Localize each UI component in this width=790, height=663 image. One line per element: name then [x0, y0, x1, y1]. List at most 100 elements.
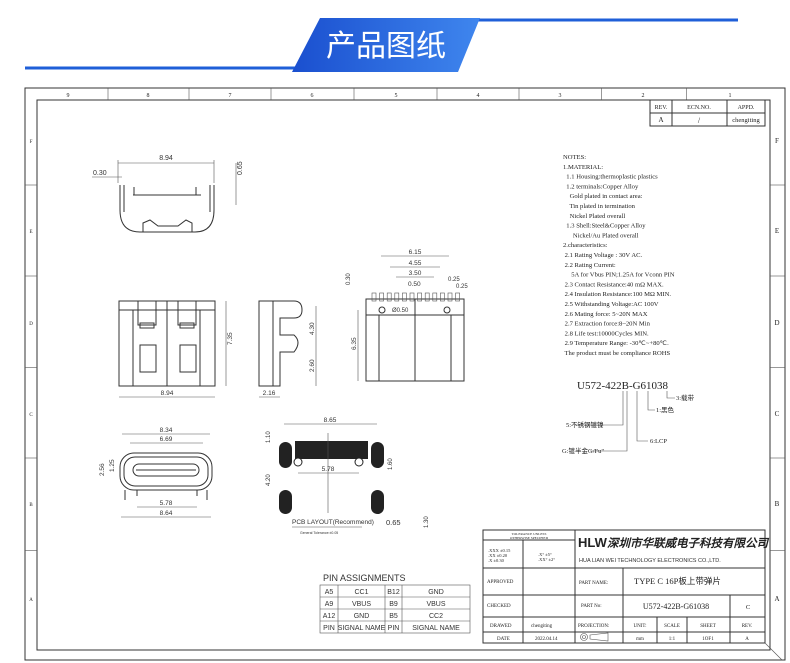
- legend-item: 1:黑色: [656, 405, 675, 414]
- label-text: 6.35: [351, 337, 358, 350]
- label-text: REV.: [742, 624, 753, 629]
- label-text: 8.65: [324, 417, 337, 424]
- legend-item: 3:载带: [676, 393, 695, 402]
- rev-header: REV.: [655, 105, 668, 111]
- note-line: 2.8 Life test:10000Cycles MIN.: [563, 330, 649, 337]
- column-label: 3: [559, 93, 562, 99]
- note-line: 1.3 Shell:Steel&Copper Alloy: [563, 223, 646, 230]
- label-text: 5.78: [160, 500, 173, 507]
- label-text: SCALE: [664, 624, 680, 629]
- rev-value: A: [658, 116, 663, 124]
- side-view: 2.16 4.30 2.60: [258, 300, 317, 398]
- note-line: 2.characteristics:: [563, 242, 608, 249]
- pin-cell: GND: [428, 589, 444, 596]
- label-text: 2.16: [263, 390, 276, 397]
- note-line: 2.7 Extraction force:8~20N Min: [563, 321, 651, 328]
- label-text: 2.56: [99, 463, 106, 476]
- label-text: OTHERWISE SPECIFIED: [510, 536, 549, 540]
- note-line: 1.2 terminals:Copper Alloy: [563, 183, 639, 190]
- ecn-value: /: [698, 116, 701, 125]
- ecn-header: ECN.NO.: [687, 105, 711, 111]
- company-logo: HLW: [578, 535, 608, 550]
- label-text: PART NAME:: [579, 581, 608, 586]
- pin-cell: CC2: [429, 613, 443, 620]
- note-line: 1.MATERIAL:: [563, 164, 603, 171]
- part-code-legend: U572-422B-G61038 3:载带 1:黑色 5:不锈钢镀镍 6:LCP…: [562, 380, 695, 455]
- label-text: 3.50: [409, 270, 422, 277]
- label-text: A: [745, 637, 749, 642]
- appd-value: chengiting: [732, 117, 760, 124]
- label-text: 0.30: [346, 273, 352, 285]
- note-line: Nickel/Au Plated overall: [563, 232, 639, 239]
- column-label: 6: [311, 93, 314, 99]
- note-line: 2.1 Rating Voltage : 30V AC.: [563, 252, 642, 259]
- row-label: E: [29, 230, 32, 235]
- label-text: 2.60: [309, 359, 316, 372]
- end-view: 8.34 6.69 2.56 1.25 5.78 8.64: [99, 427, 213, 518]
- label-text: 7.35: [227, 332, 234, 345]
- note-line: 2.2 Rating Current:: [563, 262, 616, 269]
- note-line: Tin plated in termination: [563, 203, 636, 210]
- label-text: UNIT:: [633, 624, 646, 629]
- pin-cell: A9: [325, 601, 334, 608]
- legend-item: G:镀半金G/Fu": [562, 446, 604, 455]
- label-text: 0.65: [237, 161, 244, 175]
- note-line: Gold plated in contact area:: [563, 193, 643, 200]
- label-text: .X ±0.30: [488, 558, 505, 563]
- row-label: B: [775, 500, 780, 508]
- top-view: 8.94 0.30 0.65: [92, 155, 244, 233]
- pin-cell: A5: [325, 589, 334, 596]
- label-text: 5.78: [322, 466, 335, 473]
- notes: NOTES:1.MATERIAL: 1.1 Housing:thermoplas…: [563, 154, 675, 357]
- label-text: 0.50: [408, 281, 421, 288]
- pin-cell: A12: [323, 613, 336, 620]
- revision-table: REV. ECN.NO. APPD. A / chengiting: [649, 99, 766, 127]
- row-label: A: [774, 595, 779, 603]
- label-text: 1.25: [109, 459, 116, 472]
- note-line: 2.6 Mating force: 5~20N MAX: [563, 311, 648, 318]
- part-name: TYPE C 16P板上带弹片: [634, 576, 721, 586]
- title-block: TOLERANCE UNLESS OTHERWISE SPECIFIED .XX…: [482, 529, 783, 661]
- note-line: 2.3 Contact Resistance:40 mΩ MAX.: [563, 281, 664, 288]
- label-text: DATE: [497, 637, 510, 642]
- label-text: 4.30: [309, 322, 316, 335]
- appd-header: APPD.: [738, 105, 755, 111]
- label-text: Ø0.50: [392, 308, 409, 314]
- company-name-en: HUA LIAN WEI TECHNOLOGY ELECTRONICS CO.,…: [579, 558, 721, 564]
- label-text: 8.34: [160, 427, 173, 434]
- pin-cell: SIGNAL NAME: [338, 625, 386, 632]
- label-text: APPROVED: [487, 580, 514, 585]
- note-line: 2.5 Withstanding Voltage:AC 100V: [563, 301, 659, 308]
- note-line: 1.1 Housing:thermoplastic plastics: [563, 174, 658, 181]
- pcb-layout: 8.65 1.10 4.20 5.78 1.60 1.30 0.65 PCB L…: [266, 417, 430, 535]
- label-text: 1.10: [266, 431, 272, 443]
- column-label: 1: [729, 93, 732, 99]
- label-text: 6.69: [160, 436, 173, 443]
- pin-cell: PIN: [388, 625, 400, 632]
- pin-cell: CC1: [354, 589, 368, 596]
- row-label: F: [775, 137, 779, 145]
- note-line: The product must be compliance ROHS: [563, 350, 671, 357]
- banner-title: 产品图纸: [326, 29, 446, 64]
- pin-cell: VBUS: [426, 601, 445, 608]
- label-text: 8.94: [161, 390, 174, 397]
- label-text: 4.55: [409, 260, 422, 267]
- label-text: 4.20: [266, 474, 272, 486]
- label-text: 2022.04.14: [535, 637, 558, 642]
- note-line: Nickel Plated overall: [563, 213, 625, 220]
- company-name-cn: 深圳市华联威电子科技有限公司: [607, 536, 769, 550]
- label-text: C: [746, 604, 750, 611]
- part-code: U572-422B-G61038: [577, 380, 669, 392]
- label-text: 1OF1: [702, 637, 714, 642]
- pin-table-title: PIN ASSIGNMENTS: [323, 573, 406, 583]
- pin-cell: GND: [354, 613, 370, 620]
- pin-cell: SIGNAL NAME: [412, 625, 460, 632]
- label-text: 0.25: [456, 284, 468, 290]
- pin-cell: PIN: [323, 625, 335, 632]
- label-text: .XX ±0.20: [488, 553, 508, 558]
- row-label: D: [774, 319, 779, 327]
- pin-cell: B12: [387, 589, 400, 596]
- label-text: 8.94: [159, 155, 173, 162]
- column-label: 8: [147, 93, 150, 99]
